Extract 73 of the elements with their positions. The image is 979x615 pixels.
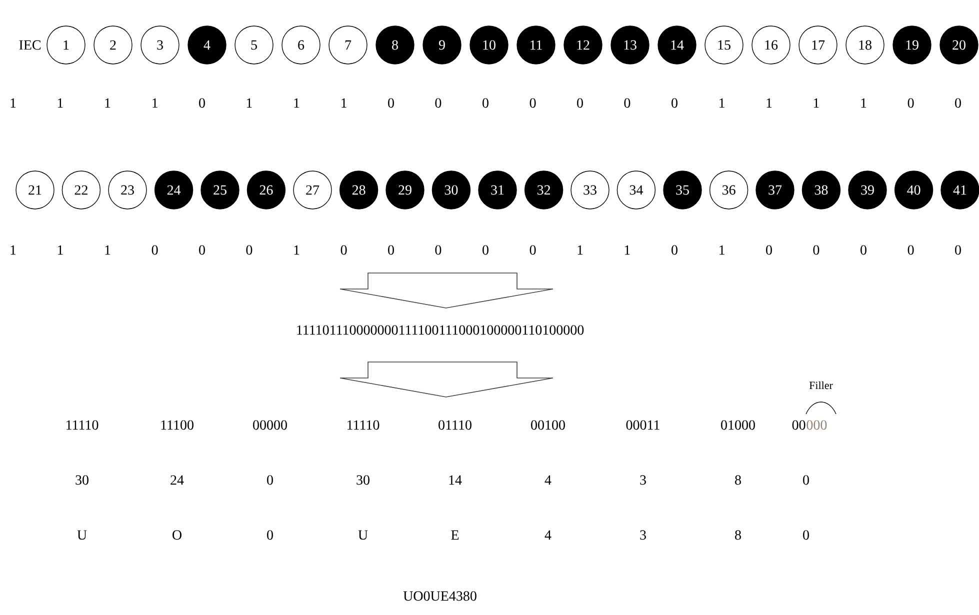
character: E (451, 530, 459, 540)
bit-value: 1 (10, 245, 16, 255)
character: 8 (735, 530, 741, 540)
bit-value: 1 (152, 98, 158, 108)
bit-group: 00100 (531, 420, 565, 430)
bit-value: 0 (199, 98, 205, 108)
bit-value: 1 (342, 98, 346, 108)
bit-value: 0 (388, 98, 394, 108)
bit-group: 00011 (626, 420, 660, 430)
bit-value: 0 (388, 245, 394, 255)
decimal-value: 14 (449, 475, 462, 485)
bit-value: 1 (861, 98, 866, 108)
decimal-value: 3 (640, 475, 646, 485)
bit-value: 0 (482, 98, 488, 108)
bit-value: 1 (766, 98, 772, 108)
bit-value: 1 (246, 98, 252, 108)
bit-value: 0 (482, 245, 488, 255)
decimal-value: 24 (170, 475, 184, 485)
bit-value: 0 (672, 98, 678, 108)
bit-group: 11100 (161, 420, 194, 430)
bit-value: 0 (955, 245, 961, 255)
bit-value: 1 (720, 245, 724, 255)
decimal-value: 4 (544, 475, 552, 485)
bit-value: 1 (105, 98, 110, 108)
bit-value: 1 (58, 245, 63, 255)
character: 3 (640, 530, 646, 540)
bit-value: 1 (58, 98, 63, 108)
decimal-value: 0 (803, 475, 809, 485)
character: O (172, 530, 182, 540)
bit-value: 0 (152, 245, 158, 255)
bit-value: 0 (340, 245, 347, 255)
bit-value: 0 (908, 245, 914, 255)
bit-value: 0 (766, 245, 772, 255)
bit-value: 1 (624, 245, 630, 255)
character: 0 (267, 530, 273, 540)
bit-group: 11110 (66, 420, 98, 430)
bit-value: 0 (672, 245, 678, 255)
bit-value: 1 (294, 98, 300, 108)
character: U (77, 530, 87, 540)
bit-value: 0 (908, 98, 914, 108)
bit-group: 11110 (348, 420, 380, 430)
character: U (358, 530, 368, 540)
bit-value: 0 (813, 245, 820, 255)
bit-value: 1 (578, 245, 583, 255)
bit-value: 0 (860, 245, 866, 255)
bit-value: 1 (105, 245, 110, 255)
bit-value: 0 (577, 98, 583, 108)
result-string: UO0UE4380 (403, 591, 476, 601)
bit-value: 0 (199, 245, 205, 255)
bit-value: 0 (435, 98, 442, 108)
filler-bits: 000 (806, 420, 827, 430)
bit-value: 1 (294, 245, 300, 255)
bit-group: 00 (792, 420, 806, 430)
bit-group: 01000 (721, 420, 755, 430)
bit-value: 0 (246, 245, 252, 255)
decimal-value: 0 (267, 475, 273, 485)
decimal-value: 30 (76, 475, 88, 485)
decimal-value: 8 (735, 475, 741, 485)
filler-label: Filler (809, 381, 833, 390)
bit-group: 00000 (253, 420, 287, 430)
bit-value: 0 (435, 245, 442, 255)
bit-value: 0 (955, 98, 961, 108)
bit-value: 0 (530, 98, 536, 108)
character: 0 (803, 530, 809, 540)
bit-value: 0 (624, 98, 630, 108)
bit-value: 0 (530, 245, 536, 255)
bit-group: 01110 (438, 420, 472, 430)
bit-string: 111101110000000111100111000100000110100000 (297, 325, 584, 335)
bit-value: 1 (814, 98, 819, 108)
character: 4 (544, 530, 552, 540)
bit-value: 1 (720, 98, 724, 108)
decimal-value: 30 (356, 475, 370, 485)
bit-value: 1 (10, 98, 16, 108)
